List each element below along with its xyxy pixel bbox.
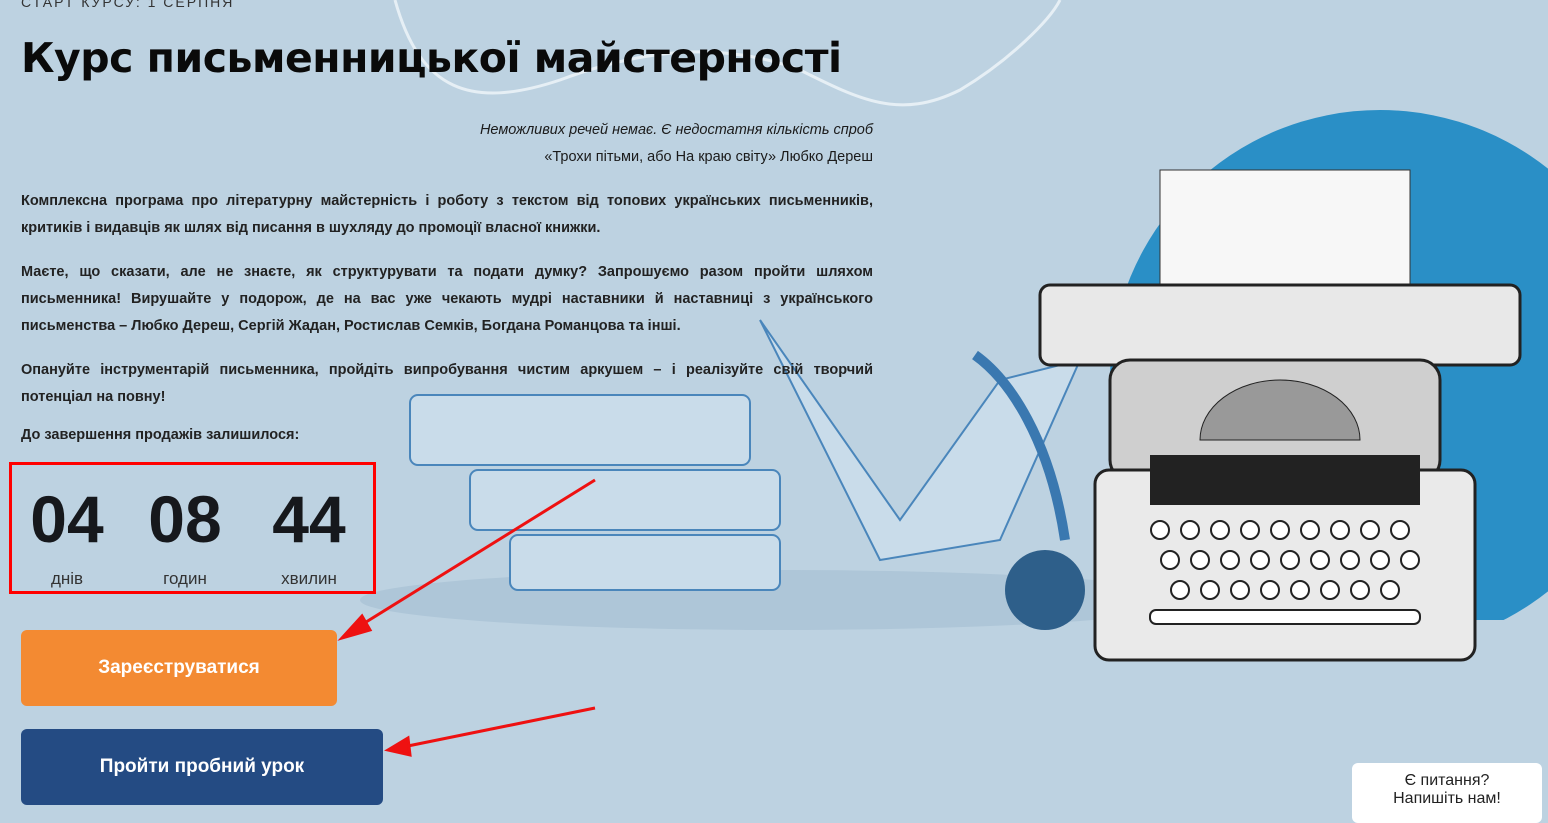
quote-text: Неможливих речей немає. Є недостатня кіл… xyxy=(479,122,873,138)
chat-line-1: Є питання? xyxy=(1404,772,1490,789)
course-start-date: СТАРТ КУРСУ: 1 СЕРПНЯ xyxy=(21,0,235,10)
countdown-days: 04 днів xyxy=(12,479,122,589)
minutes-label: хвилин xyxy=(281,569,337,588)
description-paragraph: Опануйте інструментарій письменника, про… xyxy=(21,362,873,405)
trial-lesson-button[interactable]: Пройти пробний урок xyxy=(21,729,383,805)
decorative-curve xyxy=(393,0,1062,107)
quote-source: «Трохи пітьми, або На краю світу» Любко … xyxy=(544,149,873,165)
register-button[interactable]: Зареєструватися xyxy=(21,630,337,706)
red-arrows xyxy=(337,478,596,757)
countdown-timer: 04 днів 08 годин 44 хвилин xyxy=(9,462,376,594)
page-title: Курс письменницької майстерності xyxy=(21,34,842,82)
minutes-value: 44 xyxy=(272,482,346,556)
days-value: 04 xyxy=(30,482,104,556)
countdown-label: До завершення продажів залишилося: xyxy=(21,427,300,443)
chat-line-2: Напишіть нам! xyxy=(1393,790,1501,807)
chat-widget-button[interactable]: Є питання? Напишіть нам! xyxy=(1352,763,1542,823)
hours-label: годин xyxy=(163,569,207,588)
countdown-hours: 08 годин xyxy=(130,479,240,589)
description-paragraph: Комплексна програма про літературну майс… xyxy=(21,193,873,236)
hours-value: 08 xyxy=(148,482,222,556)
days-label: днів xyxy=(50,569,84,588)
quill-ink-icon xyxy=(972,350,1085,630)
description-paragraph: Маєте, що сказати, але не знаєте, як стр… xyxy=(21,264,873,334)
typewriter-icon xyxy=(1038,169,1522,662)
countdown-minutes: 44 хвилин xyxy=(254,479,364,589)
